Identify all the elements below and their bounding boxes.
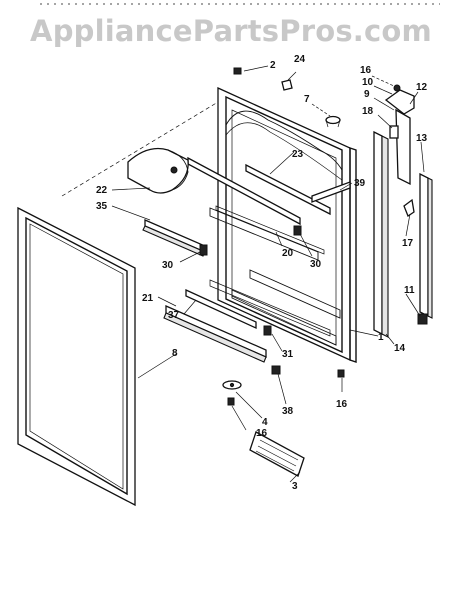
callout-21: 21 (142, 293, 154, 304)
callout-23: 23 (292, 149, 304, 160)
callout-4: 4 (262, 417, 268, 428)
upper-rail (187, 156, 331, 226)
door-gasket (17, 206, 136, 507)
clip-30-left (199, 244, 208, 256)
screw-2 (233, 67, 242, 75)
gasket-leader-line (61, 101, 219, 197)
callout-9: 9 (364, 89, 370, 100)
callout-8: 8 (172, 348, 178, 359)
callout-38: 38 (282, 406, 294, 417)
screw-16-right (337, 369, 345, 378)
callout-17: 17 (402, 238, 414, 249)
rail-39 (311, 181, 351, 203)
clip-17 (403, 198, 415, 217)
plug-7 (325, 115, 341, 128)
clip-38 (271, 365, 281, 375)
callout-18: 18 (362, 106, 374, 117)
trim-13 (419, 172, 433, 319)
callout-22: 22 (96, 185, 108, 196)
callout-20: 20 (282, 248, 294, 259)
callout-16-right: 16 (336, 399, 348, 410)
callout-30-left: 30 (162, 260, 174, 271)
callout-16-top: 16 (360, 65, 372, 76)
callout-12: 12 (416, 82, 428, 93)
bar-35 (142, 219, 206, 257)
callout-14: 14 (394, 343, 406, 354)
clip-30-lower (263, 325, 272, 336)
callout-30-right: 30 (310, 259, 322, 270)
callout-35: 35 (96, 201, 108, 212)
clip-11 (417, 313, 428, 325)
door-shelf-bar (163, 288, 267, 363)
screw-16-lower (227, 397, 235, 406)
hinge-trim-14 (373, 130, 389, 338)
hinge-assembly (384, 84, 415, 186)
dairy-bin (127, 147, 189, 194)
clip-30-right (293, 225, 302, 236)
callout-11: 11 (404, 285, 415, 296)
clip-24 (281, 79, 293, 91)
callout-labels: 2 24 7 16 10 9 12 18 23 13 39 22 35 20 3… (96, 54, 428, 492)
leader-lines (111, 65, 425, 483)
callout-1: 1 (378, 332, 384, 343)
cover-3 (249, 431, 305, 477)
watermark: AppliancePartsPros.com (30, 14, 432, 48)
callout-24: 24 (294, 54, 306, 65)
callout-37: 37 (168, 310, 180, 321)
callout-16-lower: 16 (256, 428, 268, 439)
callout-7: 7 (304, 94, 310, 105)
callout-10: 10 (362, 77, 374, 88)
callout-13: 13 (416, 133, 428, 144)
washer-4 (222, 380, 242, 390)
callout-2: 2 (270, 60, 276, 71)
callout-31: 31 (282, 349, 294, 360)
door-liner (209, 86, 357, 363)
callout-39: 39 (354, 178, 366, 189)
callout-3: 3 (292, 481, 298, 492)
